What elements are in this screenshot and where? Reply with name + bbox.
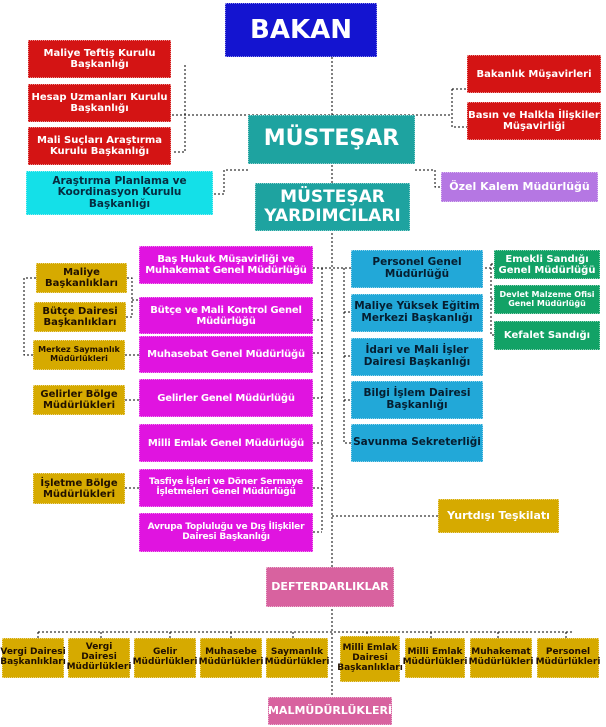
magenta-box: Gelirler Genel Müdürlüğü — [139, 379, 313, 417]
gold-box: Bütçe Dairesi Başkanlıkları — [34, 302, 126, 332]
magenta-box: Bütçe ve Mali Kontrol Genel Müdürlüğü — [139, 297, 313, 334]
blue-box: Savunma Sekreterliği — [351, 424, 483, 462]
green-box: Devlet Malzeme Ofisi Genel Müdürlüğü — [494, 285, 600, 314]
bakan-label: BAKAN — [250, 14, 352, 45]
bottom-box: Gelir Müdürlükleri — [133, 638, 197, 678]
left-red-box: Hesap Uzmanları Kurulu Başkanlığı — [28, 84, 171, 122]
magenta-box: Tasfiye İşleri ve Döner Sermaye İşletmel… — [139, 469, 313, 507]
blue-box: Personel Genel Müdürlüğü — [351, 250, 483, 288]
malmudurlukleri-box: MALMÜDÜRLÜKLERİ — [268, 697, 392, 725]
green-box: Kefalet Sandığı — [494, 321, 600, 350]
arastirma-box: Araştırma Planlama ve Koordinasyon Kurul… — [26, 171, 213, 215]
magenta-box: Muhasebat Genel Müdürlüğü — [139, 336, 313, 373]
right-red-box: Bakanlık Müşavirleri — [467, 55, 601, 93]
right-red-box: Basın ve Halkla İlişkiler Müşavirliği — [467, 102, 601, 140]
bottom-box: Personel Müdürlükleri — [536, 638, 600, 678]
magenta-box: Milli Emlak Genel Müdürlüğü — [139, 424, 313, 462]
magenta-box: Baş Hukuk Müşavirliği ve Muhakemat Genel… — [139, 246, 313, 284]
blue-box: İdari ve Mali İşler Dairesi Başkanlığı — [351, 338, 483, 376]
gold-box: İşletme Bölge Müdürlükleri — [33, 473, 125, 504]
magenta-box: Avrupa Topluluğu ve Dış İlişkiler Daires… — [139, 513, 313, 552]
bakan-box: BAKAN — [225, 3, 377, 57]
green-box: Emekli Sandığı Genel Müdürlüğü — [494, 250, 600, 279]
left-red-box: Maliye Teftiş Kurulu Başkanlığı — [28, 40, 171, 78]
bottom-box: Muhasebe Müdürlükleri — [199, 638, 263, 678]
left-red-box: Mali Suçları Araştırma Kurulu Başkanlığı — [28, 127, 171, 165]
gold-box: Gelirler Bölge Müdürlükleri — [33, 385, 125, 415]
mustesar-box: MÜSTEŞAR — [248, 115, 415, 164]
gold-box: Maliye Başkanlıkları — [36, 263, 127, 293]
defterdarliklar-box: DEFTERDARLIKLAR — [266, 567, 394, 607]
gold-box: Merkez Saymanlık Müdürlükleri — [33, 340, 125, 370]
bottom-box: Milli Emlak Dairesi Başkanlıkları — [337, 636, 403, 682]
mustesar-yardimcilari-box: MÜSTEŞAR YARDIMCILARI — [255, 183, 410, 231]
bottom-box: Vergi Dairesi Müdürlükleri — [67, 638, 131, 678]
ozel-kalem-box: Özel Kalem Müdürlüğü — [441, 172, 598, 202]
yurtdisi-box: Yurtdışı Teşkilatı — [438, 499, 559, 533]
bottom-box: Muhakemat Müdürlükleri — [469, 638, 533, 678]
bottom-box: Vergi Dairesi Başkanlıkları — [0, 638, 66, 678]
bottom-box: Milli Emlak Müdürlükleri — [403, 638, 467, 678]
blue-box: Bilgi İşlem Dairesi Başkanlığı — [351, 381, 483, 419]
blue-box: Maliye Yüksek Eğitim Merkezi Başkanlığı — [351, 294, 483, 332]
bottom-box: Saymanlık Müdürlükleri — [265, 638, 329, 678]
